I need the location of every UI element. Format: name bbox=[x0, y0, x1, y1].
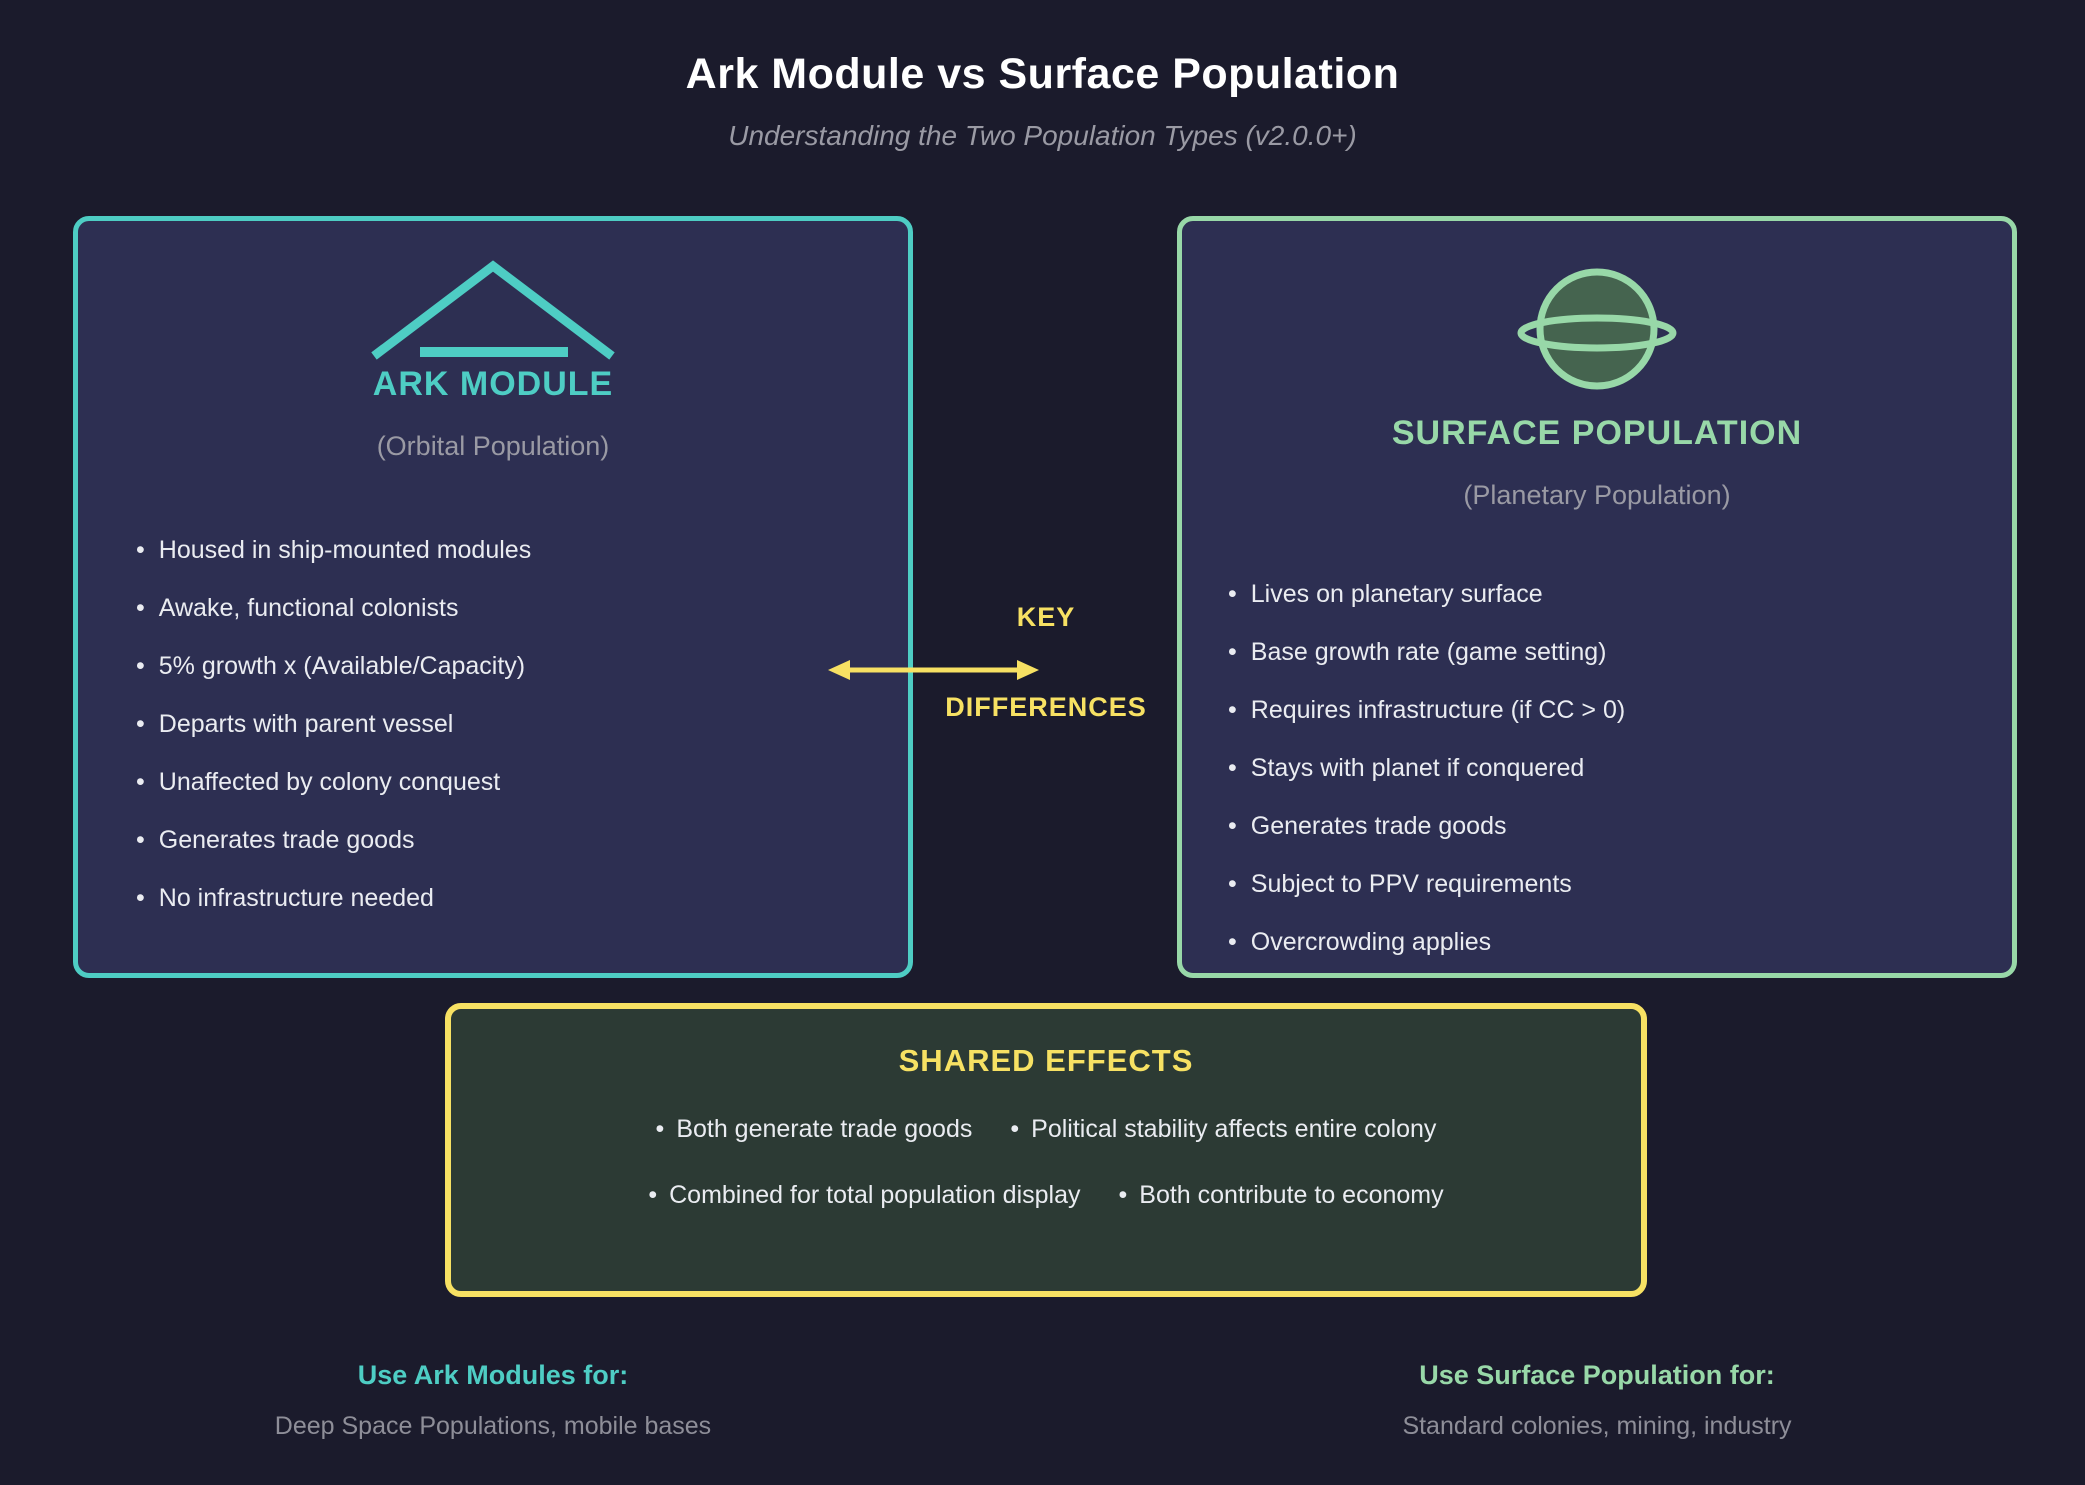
list-item: No infrastructure needed bbox=[136, 869, 531, 927]
surface-panel-title: SURFACE POPULATION bbox=[1391, 414, 1803, 452]
list-item: Generates trade goods bbox=[136, 811, 531, 869]
key-differences-label-top: KEY bbox=[1016, 602, 1076, 632]
surface-usage-title: Use Surface Population for: bbox=[1419, 1360, 1775, 1390]
surface-population-panel: SURFACE POPULATION (Planetary Population… bbox=[1177, 216, 2017, 978]
list-item: Base growth rate (game setting) bbox=[1228, 623, 1625, 681]
list-item: Housed in ship-mounted modules bbox=[136, 521, 531, 579]
list-item: Generates trade goods bbox=[1228, 797, 1625, 855]
list-item: Both generate trade goods bbox=[656, 1115, 972, 1144]
list-item: Both contribute to economy bbox=[1119, 1181, 1443, 1210]
list-item: Stays with planet if conquered bbox=[1228, 739, 1625, 797]
list-item: 5% growth x (Available/Capacity) bbox=[136, 637, 531, 695]
shared-effects-row: Both generate trade goods Political stab… bbox=[451, 1115, 1641, 1144]
list-item: Overcrowding applies bbox=[1228, 913, 1625, 971]
page-title: Ark Module vs Surface Population bbox=[685, 50, 1400, 98]
ark-panel-title: ARK MODULE bbox=[372, 365, 614, 403]
key-differences-label-bottom: DIFFERENCES bbox=[945, 692, 1147, 722]
ark-module-panel: ARK MODULE (Orbital Population) Housed i… bbox=[73, 216, 913, 978]
list-item: Departs with parent vessel bbox=[136, 695, 531, 753]
double-headed-arrow-icon bbox=[828, 660, 1039, 680]
list-item: Requires infrastructure (if CC > 0) bbox=[1228, 681, 1625, 739]
ark-panel-bullet-list: Housed in ship-mounted modules Awake, fu… bbox=[136, 521, 531, 927]
ark-module-icon bbox=[371, 260, 615, 360]
surface-panel-subtitle: (Planetary Population) bbox=[1463, 480, 1731, 510]
surface-usage-subtitle: Standard colonies, mining, industry bbox=[1402, 1412, 1792, 1440]
list-item: Subject to PPV requirements bbox=[1228, 855, 1625, 913]
shared-effects-row: Combined for total population display Bo… bbox=[451, 1181, 1641, 1210]
list-item: Political stability affects entire colon… bbox=[1010, 1115, 1436, 1144]
shared-effects-panel: SHARED EFFECTS Both generate trade goods… bbox=[445, 1003, 1647, 1297]
ark-usage-subtitle: Deep Space Populations, mobile bases bbox=[274, 1412, 712, 1440]
planet-icon bbox=[1517, 268, 1677, 390]
ark-panel-subtitle: (Orbital Population) bbox=[376, 431, 610, 461]
list-item: Combined for total population display bbox=[648, 1181, 1080, 1210]
ark-usage-title: Use Ark Modules for: bbox=[357, 1360, 629, 1390]
list-item: Unaffected by colony conquest bbox=[136, 753, 531, 811]
list-item: Lives on planetary surface bbox=[1228, 565, 1625, 623]
list-item: Awake, functional colonists bbox=[136, 579, 531, 637]
page-subtitle: Understanding the Two Population Types (… bbox=[728, 120, 1357, 151]
surface-panel-bullet-list: Lives on planetary surface Base growth r… bbox=[1228, 565, 1625, 971]
shared-effects-title: SHARED EFFECTS bbox=[898, 1043, 1194, 1078]
